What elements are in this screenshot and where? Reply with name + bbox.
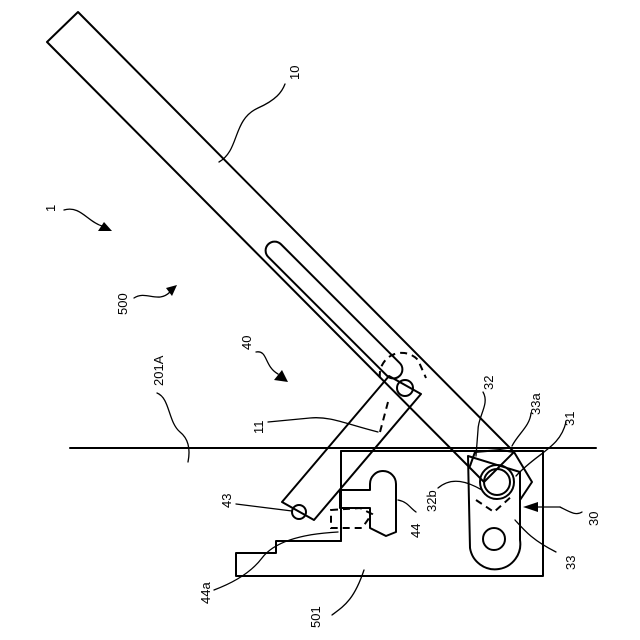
label-44: 44 bbox=[408, 524, 423, 538]
leader-10 bbox=[219, 84, 285, 162]
leader-43 bbox=[236, 504, 292, 511]
arrow-30 bbox=[523, 502, 538, 512]
leader-1 bbox=[64, 209, 102, 226]
leader-32 bbox=[476, 392, 485, 456]
leader-40 bbox=[256, 352, 278, 374]
label-1: 1 bbox=[43, 205, 58, 212]
hidden-link-segment bbox=[380, 402, 388, 432]
label-40: 40 bbox=[239, 336, 254, 350]
label-10: 10 bbox=[287, 66, 302, 80]
lock-plate-hole bbox=[483, 528, 505, 550]
label-31: 31 bbox=[562, 412, 577, 426]
leader-201A bbox=[157, 393, 189, 462]
arrow-1 bbox=[98, 222, 112, 231]
leader-11 bbox=[268, 418, 378, 432]
leader-500 bbox=[134, 292, 170, 298]
leader-33a bbox=[512, 413, 531, 446]
label-32b: 32b bbox=[424, 490, 439, 512]
label-43: 43 bbox=[219, 494, 234, 508]
label-33a: 33a bbox=[528, 393, 543, 415]
roller-31-inner bbox=[484, 469, 510, 495]
arrow-40 bbox=[274, 370, 288, 382]
label-11: 11 bbox=[251, 421, 266, 435]
label-30: 30 bbox=[586, 512, 601, 526]
label-44a: 44a bbox=[198, 582, 213, 604]
label-33: 33 bbox=[563, 556, 578, 570]
leader-32b bbox=[438, 481, 482, 490]
spring-housing-33a bbox=[470, 450, 532, 500]
label-201A: 201A bbox=[151, 355, 166, 386]
leader-44 bbox=[398, 500, 416, 512]
label-500: 500 bbox=[115, 293, 130, 315]
leader-30 bbox=[560, 507, 582, 514]
arm-10 bbox=[47, 12, 514, 482]
label-501: 501 bbox=[308, 606, 323, 628]
hidden-latch-44a bbox=[331, 508, 372, 528]
label-32: 32 bbox=[481, 376, 496, 390]
